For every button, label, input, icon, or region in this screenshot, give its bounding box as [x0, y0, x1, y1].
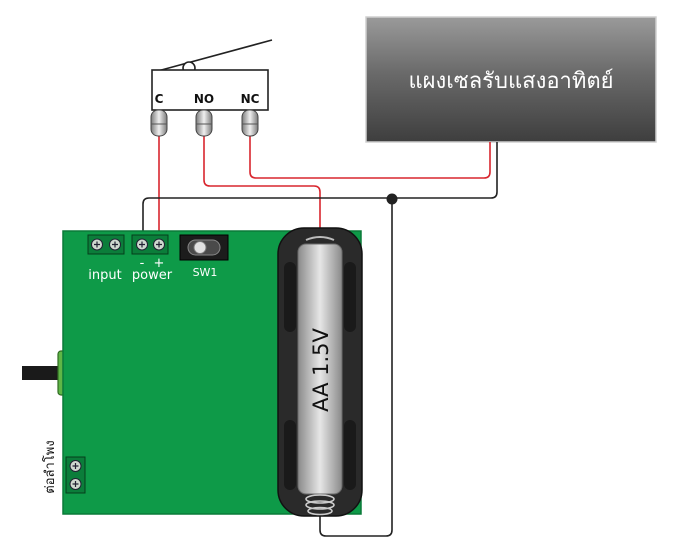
- speaker-label: ต่อลำโพง: [42, 440, 58, 493]
- wires: [142, 136, 498, 537]
- switch-body: [151, 69, 269, 111]
- input-label: input: [88, 268, 121, 283]
- solar-panel-label: แผงเซลรับแสงอาทิตย์: [408, 69, 613, 94]
- battery-label: AA 1.5V: [309, 327, 333, 411]
- red-wire-nc-to-panel: [249, 136, 491, 179]
- black-wire-panel-to-power: [142, 142, 498, 236]
- battery-cell: [297, 243, 343, 495]
- red-wire-no-to-battery: [203, 136, 321, 236]
- switch-terminal-nc-label: NC: [241, 92, 260, 106]
- power-terminal-block: [131, 234, 169, 255]
- switch-pin-nc: [241, 109, 259, 137]
- solar-panel: แผงเซลรับแสงอาทิตย์: [365, 16, 657, 143]
- switch-terminal-c-label: C: [155, 92, 164, 106]
- black-wire-junction-to-battery: [319, 198, 393, 537]
- speaker-terminal-block: [65, 456, 86, 494]
- power-minus-label: -: [140, 256, 145, 271]
- wire-junction-dot: [386, 193, 398, 205]
- sw1-label: SW1: [193, 266, 218, 279]
- power-label: power: [132, 268, 173, 283]
- switch-terminal-no-label: NO: [194, 92, 214, 106]
- switch-pin-no: [195, 109, 213, 137]
- battery-top-contact: [305, 236, 335, 241]
- power-plus-label: +: [154, 256, 165, 271]
- battery-holder: AA 1.5V: [277, 227, 363, 517]
- micro-switch: C NO NC: [150, 39, 273, 137]
- input-terminal-block: [87, 234, 125, 255]
- switch-pin-c: [150, 109, 168, 137]
- switch-lever: [153, 39, 273, 73]
- sw1-slide-switch: [179, 234, 229, 261]
- battery-spring: [305, 494, 335, 516]
- connector-cable: [22, 366, 64, 380]
